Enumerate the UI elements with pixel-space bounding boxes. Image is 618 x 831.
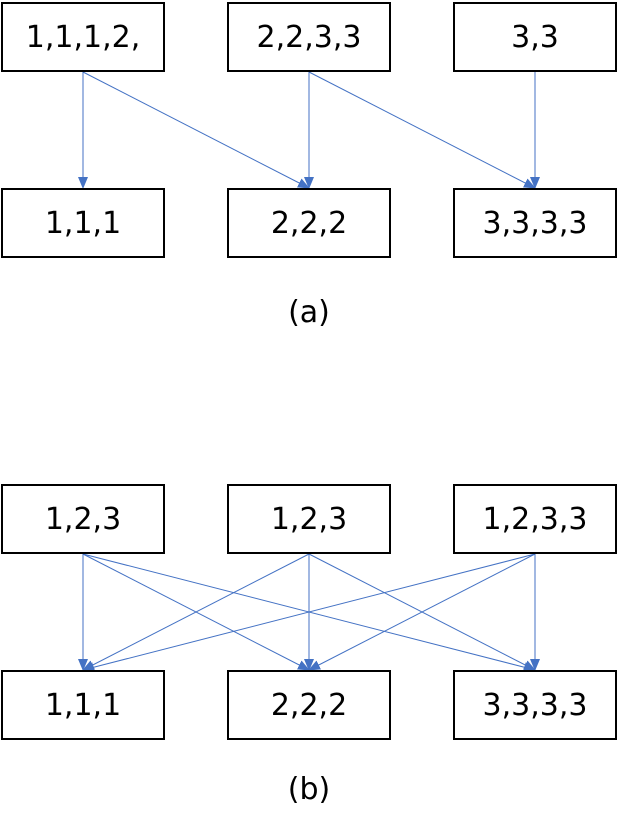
diagram-a-target-2: 2,2,2 — [227, 188, 391, 258]
diagram-b-target-2: 2,2,2 — [227, 670, 391, 740]
diagram-b-edge-3-to-1 — [82, 553, 536, 673]
diagram-b-source-3: 1,2,3,3 — [453, 484, 617, 554]
diagram-b-target-3: 3,3,3,3 — [453, 670, 617, 740]
diagram-a-edge-2-to-3 — [308, 71, 536, 189]
diagram-a-source-2: 2,2,3,3 — [227, 2, 391, 72]
diagram-a-source-3: 3,3 — [453, 2, 617, 72]
diagram-a-source-1: 1,1,1,2, — [1, 2, 165, 72]
diagram-b-caption: (b) — [287, 772, 331, 807]
diagram-b-edge-3-to-2 — [308, 553, 536, 671]
diagram-b-target-1: 1,1,1 — [1, 670, 165, 740]
diagram-b-source-2: 1,2,3 — [227, 484, 391, 554]
diagram-a-target-1: 1,1,1 — [1, 188, 165, 258]
diagram-a-edges — [78, 71, 540, 189]
diagram-b-edges — [78, 553, 540, 673]
diagram-b-source-1: 1,2,3 — [1, 484, 165, 554]
diagram-a-edge-1-to-2 — [82, 71, 310, 189]
diagram-b-edge-2-to-1 — [82, 553, 310, 671]
diagram-a-caption: (a) — [288, 295, 330, 330]
diagram-a-target-3: 3,3,3,3 — [453, 188, 617, 258]
